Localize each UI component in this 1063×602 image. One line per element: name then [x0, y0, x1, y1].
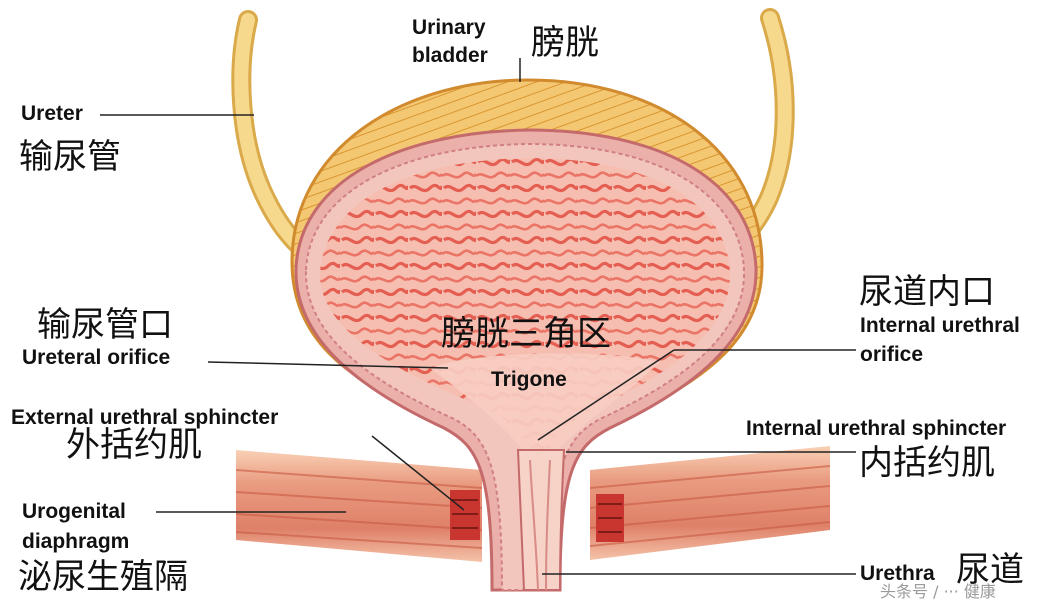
watermark: 头条号 / ··· 健康 [880, 578, 996, 602]
label-external-sphincter-zh: 外括约肌 [66, 428, 202, 464]
label-ureteral-orifice-zh: 输尿管口 [37, 308, 173, 344]
label-internal-orifice-en-2: orifice [860, 344, 923, 366]
urethra [518, 450, 564, 590]
label-internal-sphincter-zh: 内括约肌 [859, 446, 995, 482]
label-urinary-bladder-zh: 膀胱 [531, 26, 599, 62]
label-trigone-zh: 膀胱三角区 [441, 317, 611, 353]
label-ureter-zh: 输尿管 [19, 140, 121, 176]
label-urinary-bladder-en-2: bladder [412, 45, 488, 67]
label-ureteral-orifice-en: Ureteral orifice [22, 347, 170, 369]
label-trigone-en: Trigone [491, 369, 567, 391]
label-urinary-bladder-en-1: Urinary [412, 17, 486, 39]
label-internal-sphincter-en: Internal urethral sphincter [746, 418, 1006, 440]
label-urogenital-en-1: Urogenital [22, 501, 126, 523]
label-internal-orifice-zh: 尿道内口 [859, 275, 995, 311]
label-urogenital-zh: 泌尿生殖隔 [18, 560, 188, 596]
label-internal-orifice-en-1: Internal urethral [860, 315, 1020, 337]
label-ureter-en: Ureter [21, 103, 83, 125]
label-urogenital-en-2: diaphragm [22, 531, 129, 553]
